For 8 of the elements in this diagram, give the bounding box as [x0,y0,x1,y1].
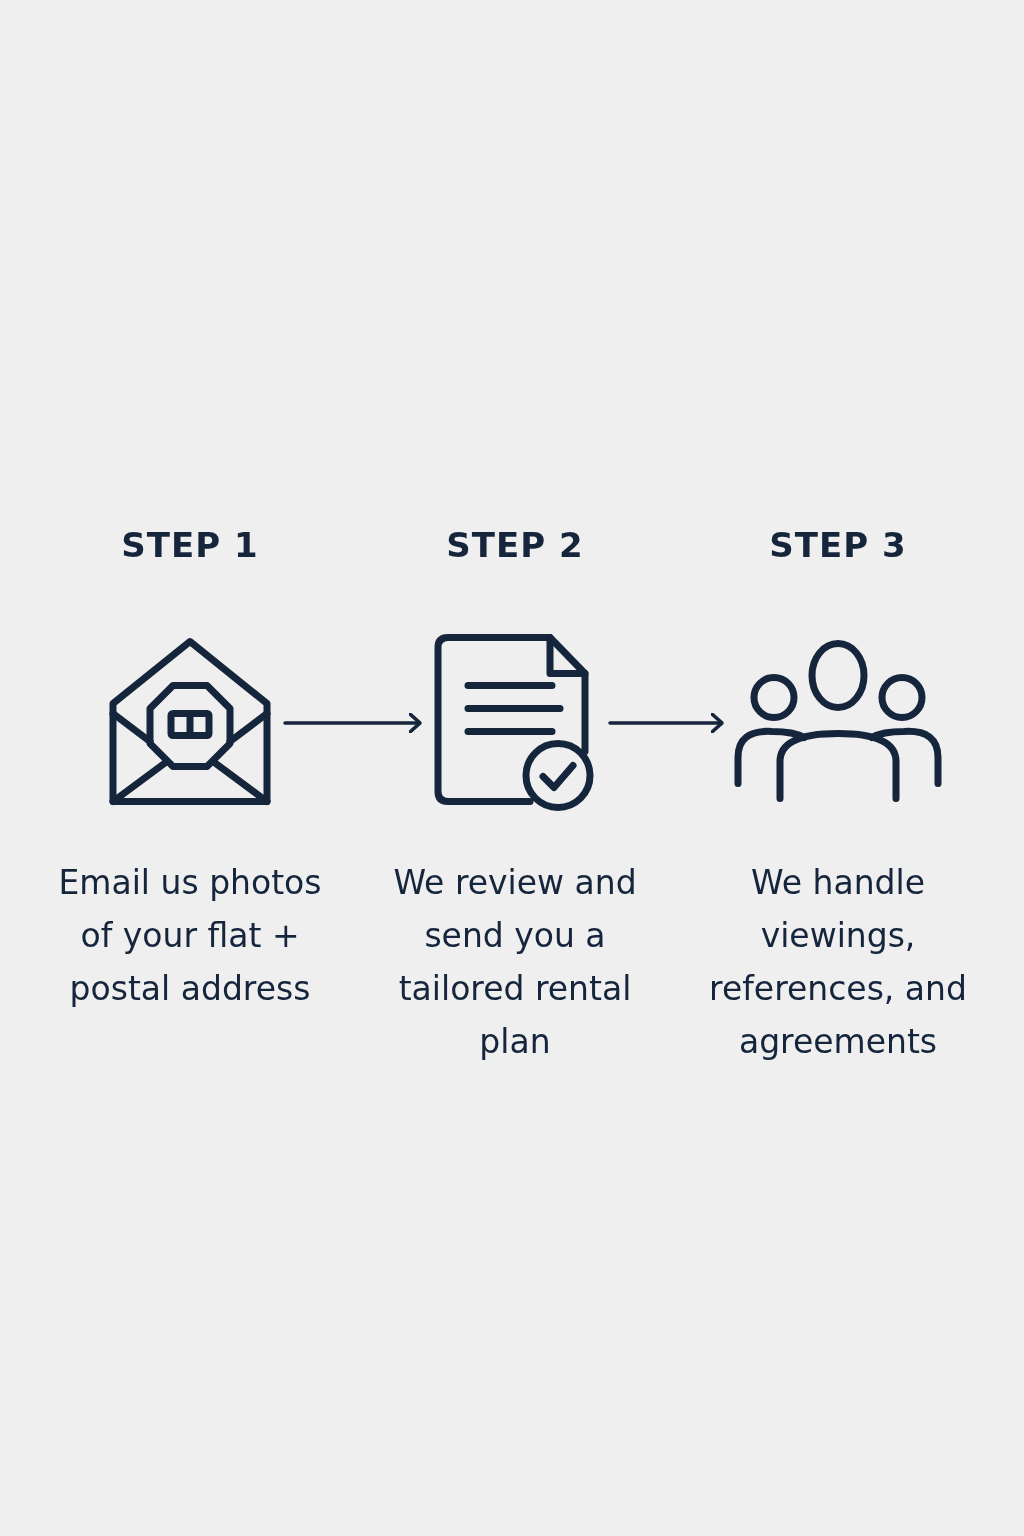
step-heading: STEP 2 [446,525,584,567]
arrow [283,712,422,734]
step-description: We handle viewings, references, and agreements [708,862,968,1063]
step-heading: STEP 1 [121,525,259,567]
step-description: We review and send you a tailored rental plan [392,862,638,1063]
step-heading: STEP 3 [769,525,907,567]
arrow [608,712,724,734]
step-description: Email us photos of your flat + postal address [57,862,323,1010]
